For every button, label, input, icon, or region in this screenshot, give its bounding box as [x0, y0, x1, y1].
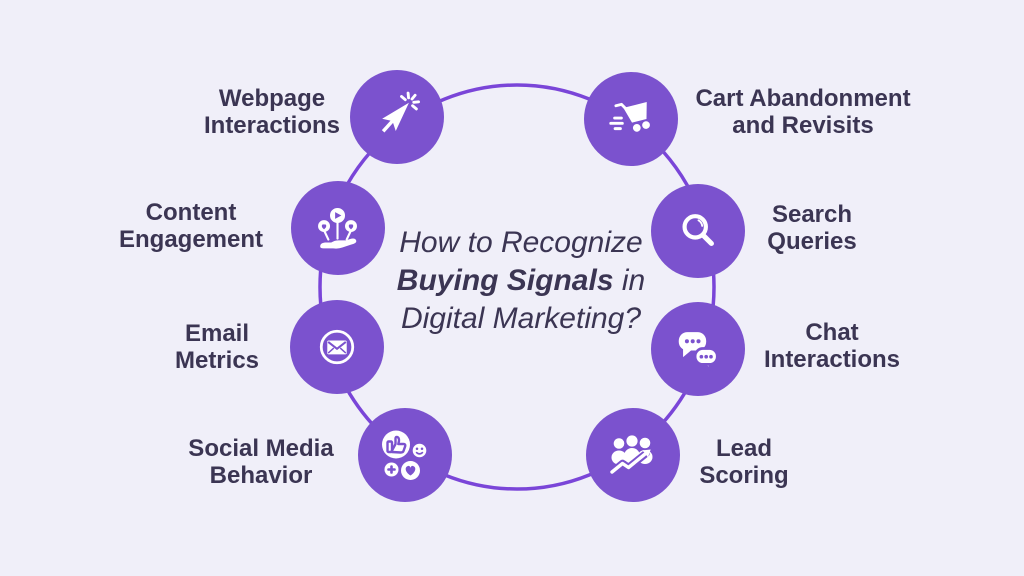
social-media-behavior-label: Social Media Behavior: [188, 435, 334, 489]
node-email-metrics: [290, 300, 384, 394]
title-line1: How to Recognize: [399, 226, 643, 259]
chat-bubbles-icon: [678, 332, 719, 372]
people-growth-arrow-icon: [608, 435, 653, 476]
social-reactions-icon: [382, 430, 427, 480]
search-queries-label: Search Queries: [767, 201, 857, 255]
lead-scoring-label: Lead Scoring: [699, 435, 789, 489]
webpage-interactions-label: Webpage Interactions: [203, 85, 341, 139]
node-search-queries: [651, 184, 745, 278]
title-line2-rest: in: [613, 264, 646, 297]
node-cart-abandonment: [584, 72, 678, 166]
content-engagement-label: Content Engagement: [118, 199, 264, 253]
magnifier-icon: [682, 214, 714, 247]
cart-abandonment-label: Cart Abandonment and Revisits: [695, 85, 911, 139]
title-line3: Digital Marketing?: [400, 302, 642, 335]
node-lead-scoring: [586, 408, 680, 502]
center-title: How to Recognize Buying Signals in Digit…: [397, 224, 645, 338]
shopping-cart-icon: [609, 102, 650, 132]
chat-interactions-label: Chat Interactions: [763, 319, 901, 373]
title-line2-bold: Buying Signals: [396, 264, 614, 297]
node-chat-interactions: [651, 302, 745, 396]
envelope-icon: [319, 329, 355, 365]
email-metrics-label: Email Metrics: [174, 320, 260, 374]
node-webpage-interactions: [350, 70, 444, 164]
node-content-engagement: [291, 181, 385, 275]
hand-media-icon: [318, 207, 357, 249]
cursor-click-icon: [381, 91, 421, 133]
node-social-media-behavior: [358, 408, 452, 502]
